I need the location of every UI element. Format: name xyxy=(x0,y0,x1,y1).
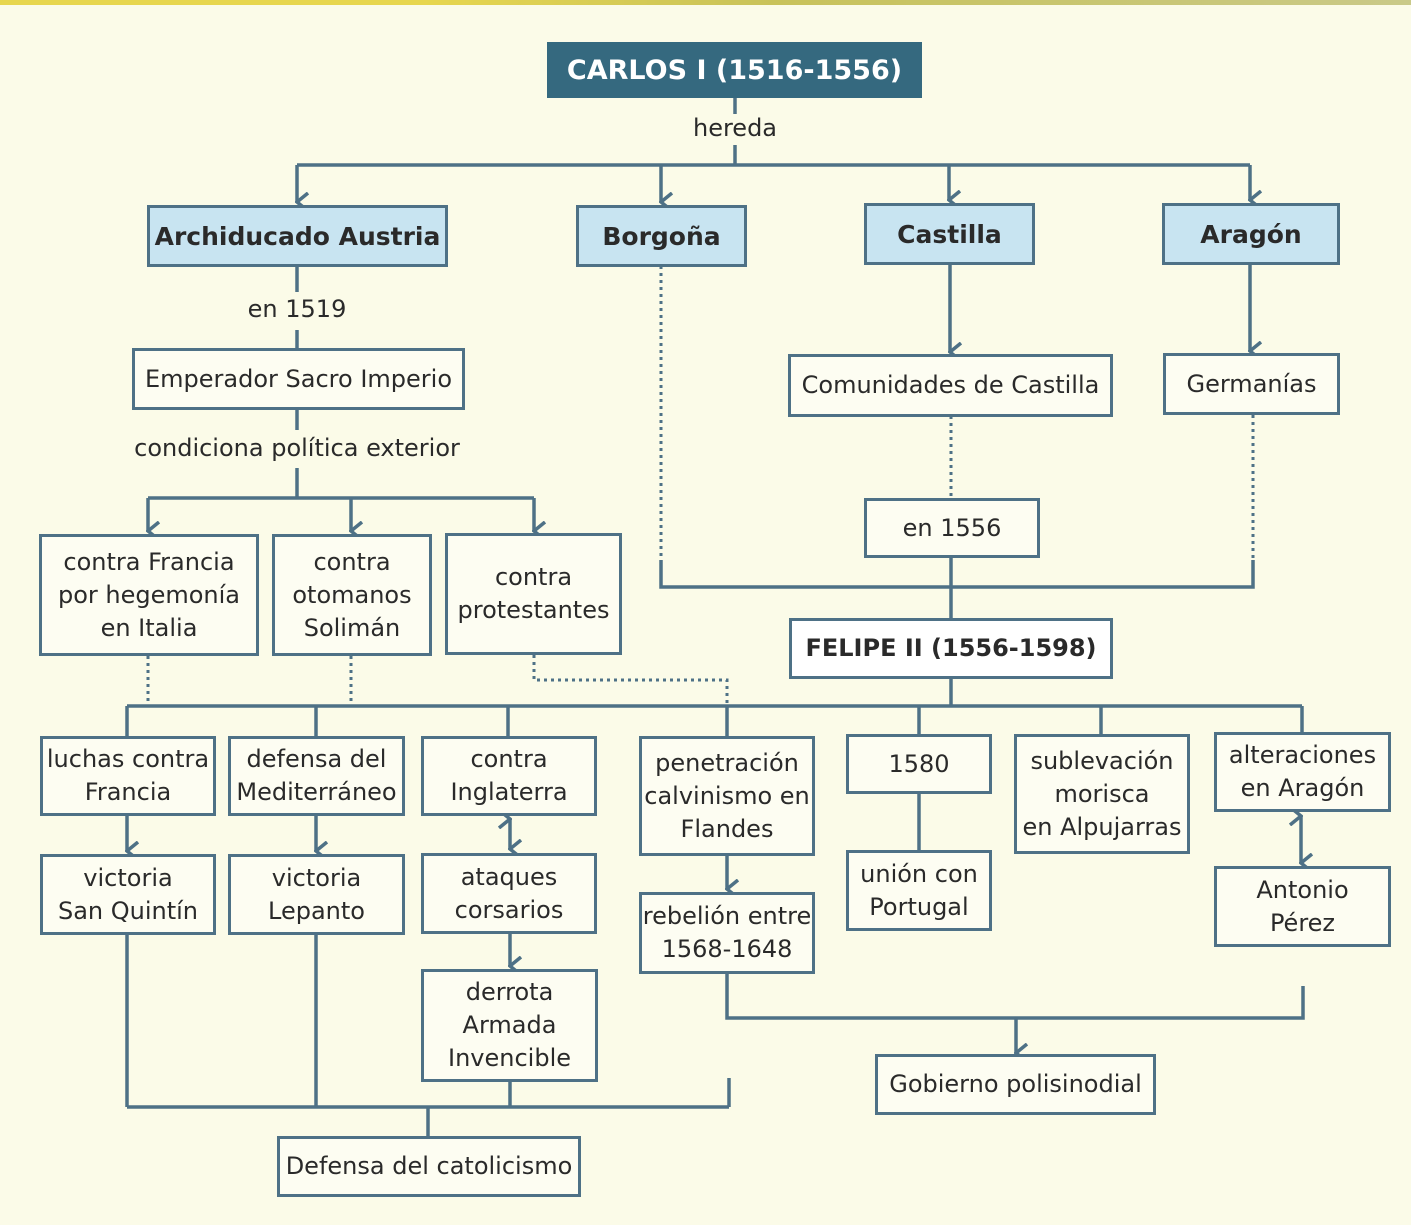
node-castilla: Castilla xyxy=(864,203,1035,265)
node-gobierno-polisinodial: Gobierno polisinodial xyxy=(875,1054,1156,1115)
node-borgona: Borgoña xyxy=(576,205,747,267)
node-rebelion-1568-1648: rebelión entre 1568-1648 xyxy=(639,892,815,974)
node-contra-otomanos: contra otomanos Solimán xyxy=(272,534,432,656)
node-derrota-armada-invencible: derrota Armada Invencible xyxy=(421,969,598,1082)
node-penetracion-calvinismo: penetración calvinismo en Flandes xyxy=(639,736,815,856)
node-contra-protestantes: contra protestantes xyxy=(445,533,622,655)
label-hereda: hereda xyxy=(686,114,784,142)
node-sublevacion-morisca: sublevación morisca en Alpujarras xyxy=(1014,734,1190,854)
node-contra-francia: contra Francia por hegemonía en Italia xyxy=(39,534,259,656)
node-defensa-mediterraneo: defensa del Mediterráneo xyxy=(228,736,405,816)
label-condiciona-politica-exterior: condiciona política exterior xyxy=(128,434,466,462)
node-luchas-contra-francia: luchas contra Francia xyxy=(40,736,216,816)
node-victoria-san-quintin: victoria San Quintín xyxy=(40,854,216,935)
node-archiducado-austria: Archiducado Austria xyxy=(147,205,448,267)
node-contra-inglaterra: contra Inglaterra xyxy=(421,736,597,816)
node-carlos-i: CARLOS I (1516-1556) xyxy=(547,42,922,98)
line-polisinodial-collector xyxy=(725,973,1305,1020)
node-aragon: Aragón xyxy=(1162,203,1340,265)
top-color-strip xyxy=(0,0,1411,5)
node-defensa-catolicismo: Defensa del catolicismo xyxy=(277,1136,581,1197)
node-emperador-sacro-imperio: Emperador Sacro Imperio xyxy=(132,348,465,410)
node-comunidades-castilla: Comunidades de Castilla xyxy=(788,354,1113,417)
node-germanias: Germanías xyxy=(1163,353,1340,415)
dotted-protestantes xyxy=(532,655,729,704)
node-antonio-perez: Antonio Pérez xyxy=(1214,866,1391,947)
line-borgona-collector xyxy=(659,560,1255,589)
node-alteraciones-aragon: alteraciones en Aragón xyxy=(1214,732,1391,812)
node-victoria-lepanto: victoria Lepanto xyxy=(228,854,405,935)
node-en-1556: en 1556 xyxy=(864,498,1040,558)
node-union-portugal: unión con Portugal xyxy=(846,850,992,931)
node-1580: 1580 xyxy=(846,734,992,794)
label-en-1519: en 1519 xyxy=(241,295,353,323)
node-ataques-corsarios: ataques corsarios xyxy=(421,853,597,934)
node-felipe-ii: FELIPE II (1556-1598) xyxy=(789,618,1113,679)
